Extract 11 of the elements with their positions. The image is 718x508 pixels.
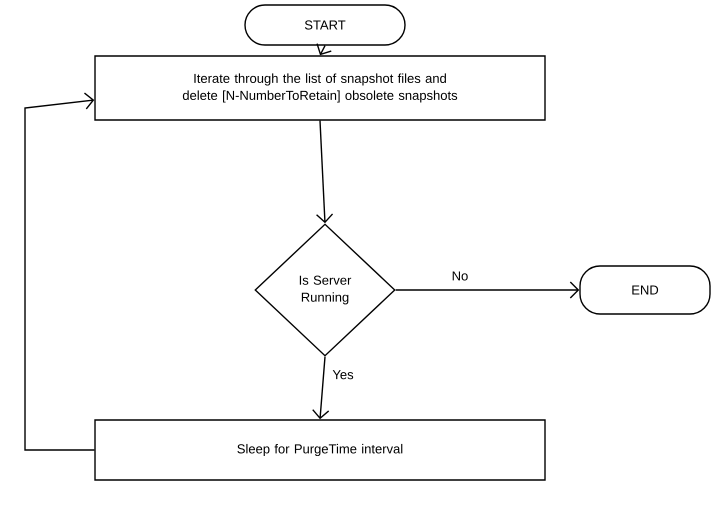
start-terminal: START <box>244 4 406 46</box>
arrow <box>316 120 334 224</box>
process-box: Iterate through the list of snapshot files and delete [N-NumberToRetain] obsolete snapshots <box>94 55 546 121</box>
process-box: Sleep for PurgeTime interval <box>94 419 546 481</box>
end-terminal: END <box>579 265 711 315</box>
arrow <box>312 356 330 420</box>
arrow <box>396 282 580 298</box>
edge-label: No <box>450 270 470 282</box>
arrow <box>24 92 94 451</box>
arrow <box>316 43 332 56</box>
edge-label: Yes <box>331 369 355 380</box>
